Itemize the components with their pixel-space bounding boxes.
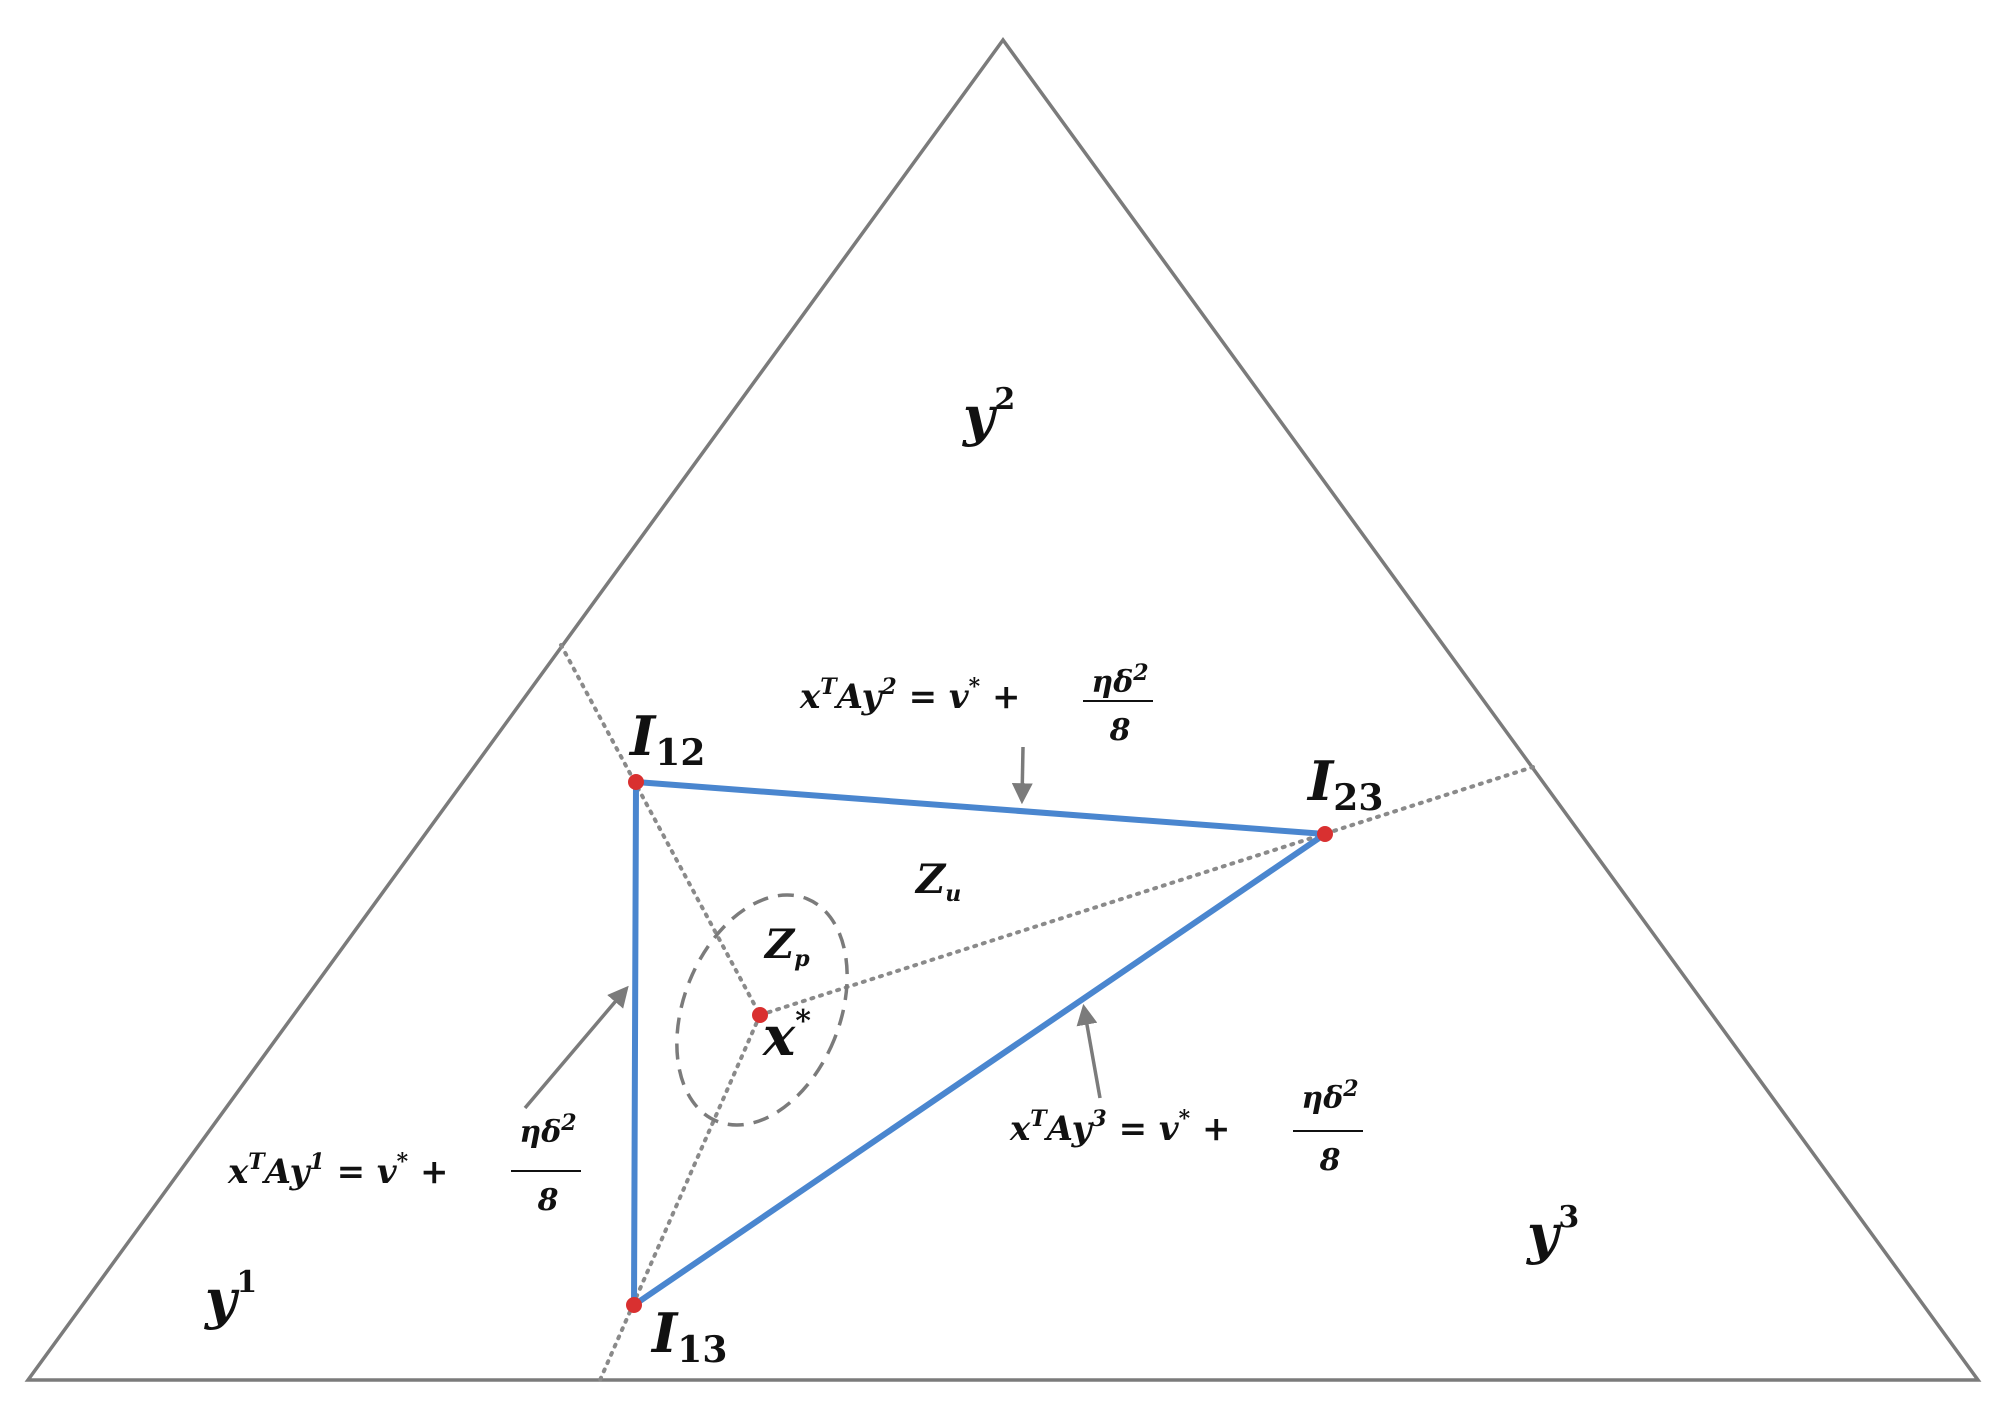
inner-triangle <box>631 779 1328 1308</box>
equation-eq2: xTAy2 = v* + ηδ2 8 <box>799 660 1153 748</box>
dotted-line-23 <box>758 765 1535 1017</box>
outer-triangle <box>24 37 1982 1382</box>
zp-ellipse <box>675 893 849 1127</box>
arrow-eq2 <box>1011 746 1033 805</box>
point-xstar <box>752 1007 768 1023</box>
zone-label-zu: Zu <box>914 856 961 907</box>
svg-text:8: 8 <box>1109 713 1131 748</box>
svg-text:xTAy2 = v* +: xTAy2 = v* + <box>799 674 1021 717</box>
region-label-y3: y3 <box>1526 1200 1579 1266</box>
svg-text:ηδ2: ηδ2 <box>1301 1076 1358 1116</box>
point-label-i23: I23 <box>1306 749 1383 819</box>
svg-text:8: 8 <box>1319 1143 1341 1178</box>
equation-eq1: xTAy1 = v* + ηδ2 8 <box>227 1110 581 1218</box>
svg-text:8: 8 <box>537 1183 559 1218</box>
region-label-y1: y1 <box>204 1265 257 1331</box>
point-i12 <box>628 774 644 790</box>
dotted-boundaries <box>559 643 1535 1382</box>
svg-text:xTAy1 = v* +: xTAy1 = v* + <box>227 1149 449 1192</box>
point-label-xstar: x* <box>762 1004 811 1068</box>
dotted-line-13 <box>598 1013 762 1382</box>
svg-text:xTAy3 = v* +: xTAy3 = v* + <box>1009 1106 1231 1149</box>
region-label-y2: y2 <box>962 382 1015 448</box>
arrow-eq1 <box>523 985 629 1110</box>
point-label-i12: I12 <box>628 704 705 774</box>
arrow-eq3 <box>1076 1003 1102 1099</box>
point-label-i13: I13 <box>650 1301 727 1371</box>
points <box>626 774 1333 1313</box>
annotation-arrows <box>523 746 1102 1110</box>
svg-text:ηδ2: ηδ2 <box>1091 660 1148 700</box>
zone-label-zp: Zp <box>763 921 810 972</box>
point-i23 <box>1317 826 1333 842</box>
svg-text:ηδ2: ηδ2 <box>519 1110 576 1150</box>
point-i13 <box>626 1297 642 1313</box>
dotted-line-12 <box>559 643 762 1017</box>
equation-eq3: xTAy3 = v* + ηδ2 8 <box>1009 1076 1363 1178</box>
